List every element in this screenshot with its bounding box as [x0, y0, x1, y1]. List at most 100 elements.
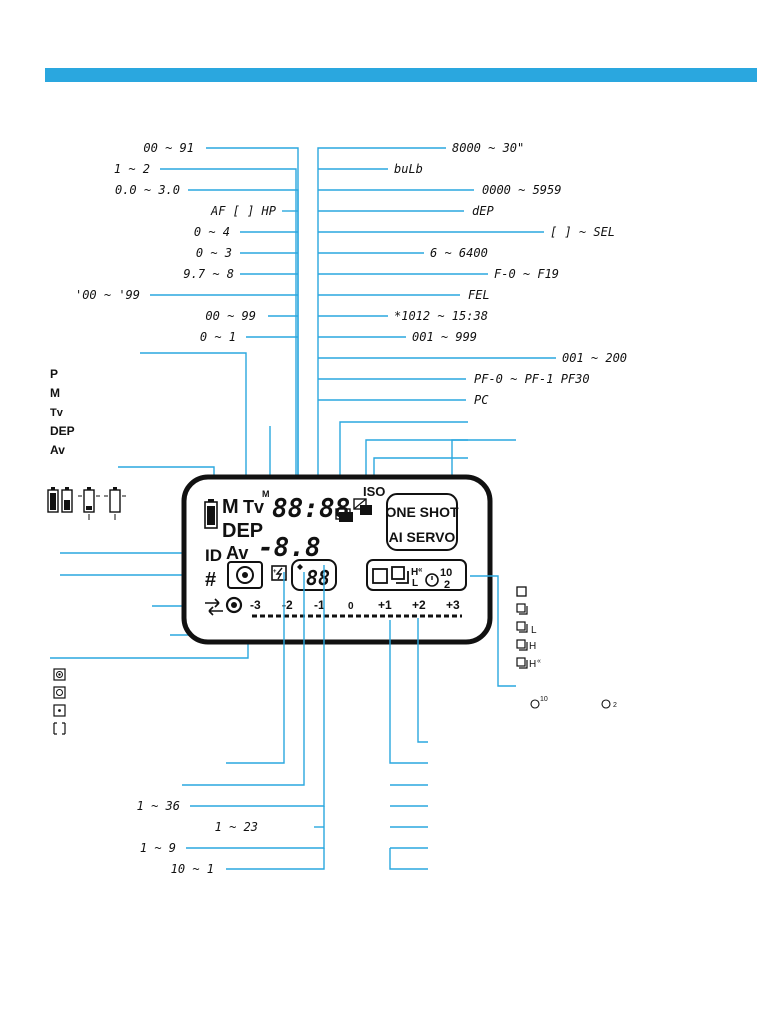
frame-counter-box — [291, 559, 337, 591]
drive-single-icon — [372, 568, 388, 584]
readout-right-2: 0000 ~ 5959 — [482, 183, 561, 197]
svg-text:H: H — [529, 659, 536, 670]
svg-text:L: L — [412, 578, 418, 589]
bracketing-icon — [335, 508, 353, 522]
svg-text:«: « — [537, 658, 541, 665]
readout-right-0: 8000 ~ 30" — [452, 141, 524, 155]
list-self-timer-10-icon — [530, 699, 540, 709]
arrows-icon — [205, 598, 223, 616]
scale-m3: -3 — [250, 598, 261, 612]
mode-dep: DEP — [50, 424, 75, 438]
lcd-mode-av: Av — [226, 543, 248, 563]
scale-0: 0 — [348, 601, 354, 612]
lcd-metering-icon — [236, 566, 254, 584]
readout-left-9: 0 ~ 1 — [200, 330, 236, 344]
shot-icon — [225, 596, 243, 614]
leaders-top-right — [317, 147, 556, 518]
mode-p: P — [50, 367, 58, 381]
bottom-readouts: 1 ~ 36 1 ~ 23 1 ~ 9 10 ~ 1 — [137, 799, 258, 876]
readout-right-12: PC — [474, 393, 489, 407]
readout-right-1: buLb — [394, 162, 423, 176]
list-continuous-high-icon — [516, 639, 528, 651]
lcd-aperture: -8.8 — [258, 533, 321, 563]
spot-metering-icon — [53, 704, 66, 717]
evaluative-metering-icon — [53, 668, 66, 681]
scale-m1: -1 — [314, 598, 325, 612]
drive-mode-box — [366, 559, 467, 591]
leaders-top-left — [150, 147, 299, 520]
af-mode-box — [386, 493, 458, 551]
scale-p3: +3 — [446, 598, 460, 612]
battery-low-icon — [78, 487, 100, 520]
list-continuous-super-icon — [516, 657, 528, 669]
readout-right-8: *1012 ~ 15:38 — [394, 309, 488, 323]
lcd-mode-tv: Tv — [243, 497, 264, 517]
metering-box — [227, 561, 263, 589]
lcd-battery-icon — [204, 499, 218, 529]
lcd-iso: ISO — [363, 484, 385, 499]
header-bar — [45, 68, 757, 82]
right-readouts: 8000 ~ 30" buLb 0000 ~ 5959 dEP [ ] ~ SE… — [394, 141, 627, 407]
self-timer-icon — [425, 573, 439, 587]
readout-left-1: 1 ~ 2 — [114, 162, 150, 176]
lcd-hash: # — [205, 569, 216, 591]
metering-icons — [53, 668, 66, 735]
center-weighted-metering-icon — [53, 722, 66, 735]
lcd-self-timer-10: 10 — [440, 567, 452, 579]
list-self-timer-10: 10 — [540, 696, 548, 703]
readout-bottom-1: 1 ~ 23 — [215, 820, 258, 834]
list-self-timer-2-icon — [601, 699, 611, 709]
drive-mode-list: L H H « 10 2 — [470, 575, 617, 709]
svg-text:H: H — [411, 567, 418, 578]
readout-left-5: 0 ~ 3 — [196, 246, 232, 260]
lcd-mode-m-small: M — [262, 489, 270, 499]
svg-text:+: + — [273, 569, 277, 575]
readout-right-6: F-0 ~ F19 — [494, 267, 559, 281]
lcd-frames: 88 — [306, 566, 330, 590]
scale-m2: -2 — [282, 598, 293, 612]
readout-left-2: 0.0 ~ 3.0 — [115, 183, 180, 197]
readout-right-7: FEL — [468, 288, 490, 302]
readout-right-11: PF-0 ~ PF-1 PF30 — [474, 372, 590, 386]
af-one-shot: ONE SHOT — [385, 504, 459, 520]
mode-av: Av — [50, 443, 65, 457]
readout-left-3: AF [ ] HP — [210, 204, 277, 218]
multiple-exposure-icon — [353, 498, 372, 515]
lcd-mode-m: M — [222, 496, 239, 518]
readout-right-10: 001 ~ 200 — [562, 351, 627, 365]
readout-left-4: 0 ~ 4 — [194, 225, 230, 239]
lcd-mode-dep: DEP — [222, 520, 263, 542]
partial-metering-icon — [53, 686, 66, 699]
list-self-timer-2: 2 — [613, 702, 617, 709]
mode-m: M — [50, 386, 60, 400]
scale-p1: +1 — [378, 598, 392, 612]
list-continuous-icon — [516, 603, 528, 615]
lcd-frame — [181, 474, 493, 645]
lcd-self-timer-2: 2 — [444, 579, 450, 591]
drive-continuous-icon — [391, 566, 409, 584]
readout-right-4: [ ] ~ SEL — [550, 225, 615, 239]
readout-bottom-0: 1 ~ 36 — [137, 799, 180, 813]
battery-half-icon — [61, 487, 73, 513]
af-ai-servo: AI SERVO — [389, 529, 456, 545]
svg-text:H: H — [529, 641, 536, 652]
readout-left-7: '00 ~ '99 — [75, 288, 140, 302]
flash-compensation-icon: + — [271, 565, 287, 581]
list-single-icon — [516, 586, 527, 597]
readout-bottom-2: 1 ~ 9 — [140, 841, 176, 855]
battery-full-icon — [47, 487, 59, 513]
readout-bottom-3: 10 ~ 1 — [171, 862, 214, 876]
leaders-bottom — [182, 565, 428, 870]
list-continuous-low-icon — [516, 621, 528, 633]
readout-left-0: 00 ~ 91 — [143, 141, 194, 155]
left-readouts: 00 ~ 91 1 ~ 2 0.0 ~ 3.0 AF [ ] HP 0 ~ 4 … — [75, 141, 277, 344]
readout-right-5: 6 ~ 6400 — [430, 246, 488, 260]
battery-empty-icon — [104, 487, 126, 520]
exposure-scale: -3 -2 -1 0 +1 +2 +3 — [250, 598, 462, 618]
scale-p2: +2 — [412, 598, 426, 612]
readout-left-8: 00 ~ 99 — [205, 309, 256, 323]
svg-text:L: L — [531, 625, 537, 636]
mode-tv: Tv — [50, 407, 64, 419]
readout-left-6: 9.7 ~ 8 — [183, 267, 234, 281]
